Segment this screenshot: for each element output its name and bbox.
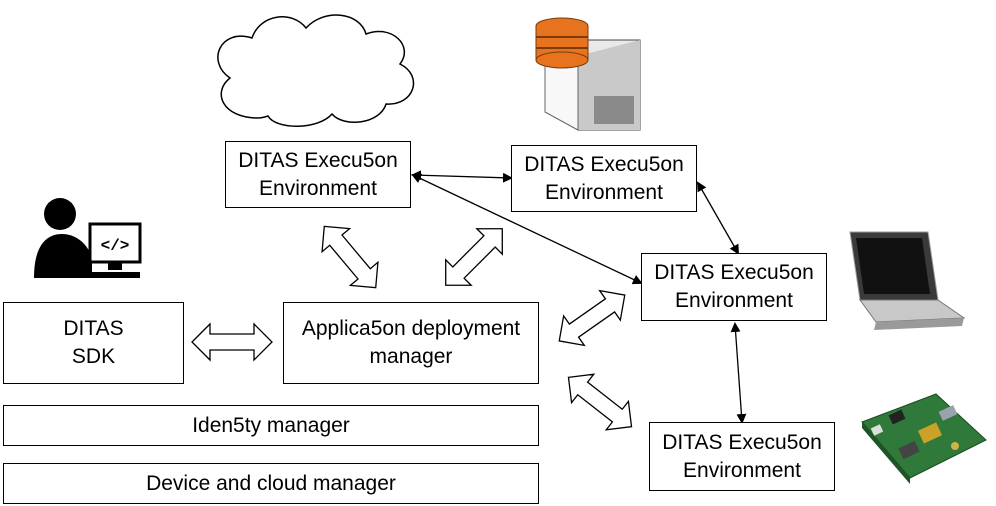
execution-environment-edge-label: DITAS Execu5on Environment xyxy=(662,430,822,482)
execution-environment-cloud-label: DITAS Execu5on Environment xyxy=(238,148,398,200)
database-server-icon xyxy=(535,17,641,131)
deployment-manager-label: Applica5on deployment manager xyxy=(301,317,521,368)
device-cloud-manager-label: Device and cloud manager xyxy=(146,471,396,495)
execution-environment-server: DITAS Execu5on Environment xyxy=(511,145,697,212)
laptop-icon xyxy=(849,231,966,330)
execution-environment-server-label: DITAS Execu5on Environment xyxy=(524,152,684,204)
connector-lines xyxy=(411,170,747,424)
cloud-icon xyxy=(217,14,415,127)
ditas-sdk-box: DITAS SDK xyxy=(3,302,184,384)
execution-environment-laptop: DITAS Execu5on Environment xyxy=(641,253,827,321)
circuit-board-icon xyxy=(861,393,987,484)
identity-manager-label: Iden5ty manager xyxy=(192,413,350,437)
developer-icon: </> xyxy=(34,198,142,278)
deployment-manager-box: Applica5on deployment manager xyxy=(283,302,539,384)
execution-environment-cloud: DITAS Execu5on Environment xyxy=(225,141,411,208)
identity-manager-box: Iden5ty manager xyxy=(3,405,539,446)
ditas-sdk-label: DITAS SDK xyxy=(63,317,124,368)
execution-environment-edge-device: DITAS Execu5on Environment xyxy=(649,422,835,491)
svg-text:</>: </> xyxy=(101,237,130,255)
execution-environment-laptop-label: DITAS Execu5on Environment xyxy=(654,261,814,312)
device-cloud-manager-box: Device and cloud manager xyxy=(3,463,539,504)
block-arrows xyxy=(191,225,633,431)
